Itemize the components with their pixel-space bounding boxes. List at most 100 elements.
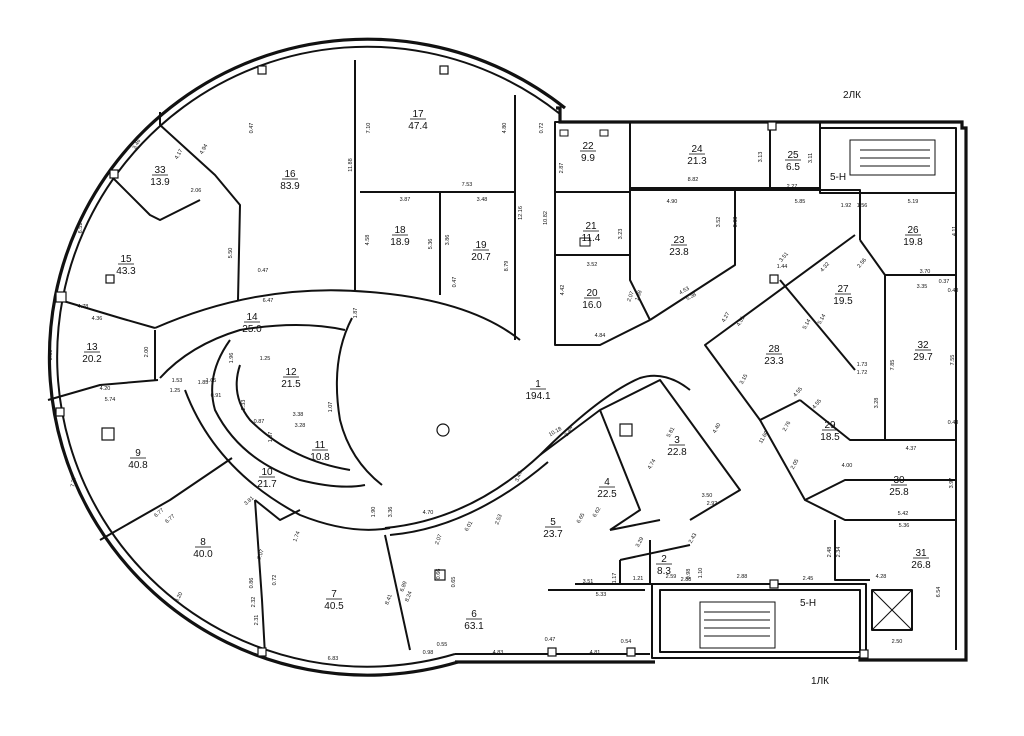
dimension-label: 1.53	[172, 378, 183, 384]
room-number: 27	[837, 284, 849, 295]
dimension-label: 3.52	[716, 217, 722, 228]
dimension-label: 4.36	[92, 316, 103, 322]
dimension-label: 7.53	[462, 182, 473, 188]
room-area: 18.5	[820, 432, 840, 443]
dimension-label: 3.28	[295, 423, 306, 429]
room-number: 12	[285, 367, 297, 378]
room-number: 32	[917, 340, 929, 351]
room-number: 24	[691, 144, 703, 155]
dimension-label: 3.86	[445, 235, 451, 246]
room-area: 25.8	[889, 487, 909, 498]
room-area: 16.0	[582, 300, 602, 311]
room-area: 23.8	[669, 247, 689, 258]
dimension-label: 2.05	[790, 458, 801, 470]
dimension-label: 4.70	[423, 510, 434, 516]
dimension-label: 4.37	[906, 446, 917, 452]
dimension-label: 2.00	[144, 347, 150, 358]
room-number: 23	[673, 235, 685, 246]
room-number: 6	[471, 609, 477, 620]
dimension-label: 4.90	[667, 199, 678, 205]
dimension-label: 3.48	[477, 197, 488, 203]
dimension-label: 2.88	[681, 577, 692, 583]
dimension-label: 3.11	[808, 153, 814, 163]
dimension-label: 4.55	[792, 386, 803, 398]
room-number: 11	[315, 440, 326, 451]
room-area: 22.8	[667, 447, 687, 458]
dimension-label: 4.40	[712, 422, 723, 434]
dimension-label: 0.87	[254, 419, 265, 425]
dimension-label: 4.51	[736, 315, 747, 327]
room-number: 28	[768, 344, 780, 355]
room-area: 13.9	[150, 177, 170, 188]
room-area: 29.7	[913, 352, 933, 363]
stair-code-bottom: 5-Н	[800, 598, 816, 609]
dimension-label: 6.54	[936, 587, 942, 598]
dimension-label: 3.52	[587, 262, 598, 268]
dimension-label: 1.85	[198, 380, 209, 386]
dimension-label: 3.46	[132, 138, 143, 150]
dimension-label: 2.59	[666, 574, 677, 580]
room-labels: 1194.128.3322.8422.5523.7663.1740.5840.0…	[82, 109, 933, 632]
dimension-label: 5.38	[685, 292, 697, 303]
dimension-label: 0.72	[539, 123, 545, 134]
room-number: 22	[582, 141, 594, 152]
dimension-label: 2.32	[251, 597, 257, 608]
room-number: 29	[824, 420, 836, 431]
dimension-label: 4.42	[560, 285, 566, 296]
dimension-label: 0.72	[272, 575, 278, 586]
dimension-label: 3.35	[917, 284, 928, 290]
dimension-label: 1.88	[634, 290, 643, 302]
dimension-label: 4.84	[595, 333, 606, 339]
dimension-label: 11.88	[348, 158, 354, 171]
stair-label-bottom: 1ЛК	[811, 676, 829, 687]
dimension-label: 5.50	[228, 248, 234, 259]
dimension-label: 4.00	[842, 463, 853, 469]
room-area: 21.5	[281, 379, 301, 390]
room-number: 9	[135, 448, 141, 459]
dimension-label: 6.89	[399, 581, 408, 593]
dimension-label: 3.44	[564, 425, 575, 437]
room-area: 23.3	[764, 356, 784, 367]
room-area: 6.5	[786, 162, 800, 173]
dimension-label: 0.66	[436, 569, 442, 580]
dimension-label: 5.14	[817, 313, 828, 325]
room-number: 14	[246, 312, 258, 323]
dimension-label: 8.82	[688, 177, 699, 183]
dimension-label: 0.98	[686, 569, 692, 580]
room-area: 11.4	[582, 233, 601, 244]
dimension-label: 1.74	[292, 531, 301, 543]
dimension-label: 3.97	[949, 478, 955, 489]
room-number: 21	[585, 221, 597, 232]
dimension-label: 1.65	[206, 378, 217, 384]
room-area: 9.9	[581, 153, 595, 164]
room-number: 5	[550, 517, 556, 528]
dimension-label: 0.54	[621, 639, 632, 645]
room-area: 25.0	[242, 324, 262, 335]
dimension-label: 0.47	[258, 268, 269, 274]
dimension-label: 6.77	[164, 513, 176, 524]
dimension-label: 2.88	[737, 574, 748, 580]
dimension-label: 2.43	[688, 532, 699, 544]
dimension-label: 3.28	[874, 398, 880, 409]
room-number: 7	[331, 589, 337, 600]
dimension-label: 3.38	[293, 412, 304, 418]
dimension-label: 5.85	[795, 199, 806, 205]
room-area: 194.1	[525, 391, 550, 402]
dimension-label: 6.51	[78, 223, 84, 234]
dimension-label: 5.42	[898, 511, 909, 517]
dimension-label: 3.49	[514, 471, 523, 483]
dimension-label: 1.73	[857, 362, 868, 368]
dimension-label: 0.55	[437, 642, 448, 648]
dimension-label: 1.87	[353, 308, 359, 319]
dimension-label: 6.65	[576, 512, 587, 524]
dimension-label: 7.10	[366, 123, 372, 134]
dimension-label: 5.33	[596, 592, 607, 598]
dimension-label: 3.51	[778, 251, 789, 263]
dimension-label: 1.25	[170, 388, 181, 394]
dimension-label: 3.87	[400, 197, 411, 203]
dimension-label: 5.81	[666, 426, 677, 438]
dimension-label: 2.07	[256, 549, 265, 561]
dimension-label: 7.85	[890, 360, 896, 371]
